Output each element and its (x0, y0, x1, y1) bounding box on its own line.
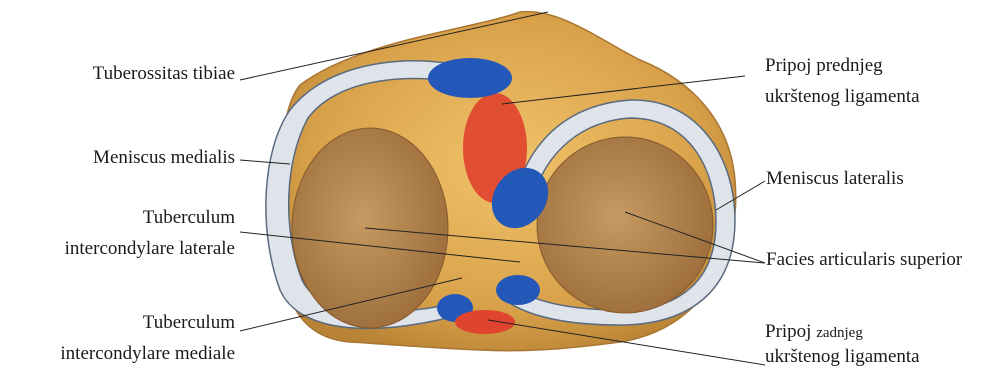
label-pripoj-prednjeg-2: ukrštenog ligamenta (765, 86, 920, 108)
label-tuberculum-med-2: intercondylare mediale (0, 343, 235, 365)
pcl-insertion-shape (455, 310, 515, 334)
label-tuberositas: Tuberossitas tibiae (40, 63, 235, 85)
label-pripoj-zadnjeg-1: Pripoj zadnjeg (765, 321, 863, 344)
label-tuberculum-med-1: Tuberculum (20, 312, 235, 334)
label-facies: Facies articularis superior (766, 249, 962, 271)
anterior-horn-medial-shape (428, 58, 512, 98)
label-meniscus-lateralis: Meniscus lateralis (766, 168, 904, 190)
posterior-horn-lateral-shape (496, 275, 540, 305)
label-pripoj-zadnjeg-2: ukrštenog ligamenta (765, 346, 920, 368)
label-tuberculum-lat-2: intercondylare laterale (0, 238, 235, 260)
label-pripoj-prednjeg-1: Pripoj prednjeg (765, 55, 883, 77)
label-pripoj-zadnjeg-b: zadnjeg (816, 325, 863, 341)
label-pripoj-zadnjeg-a: Pripoj (765, 321, 811, 342)
label-tuberculum-lat-1: Tuberculum (20, 207, 235, 229)
label-meniscus-medialis: Meniscus medialis (40, 147, 235, 169)
facies-lateralis-shape (537, 137, 713, 313)
